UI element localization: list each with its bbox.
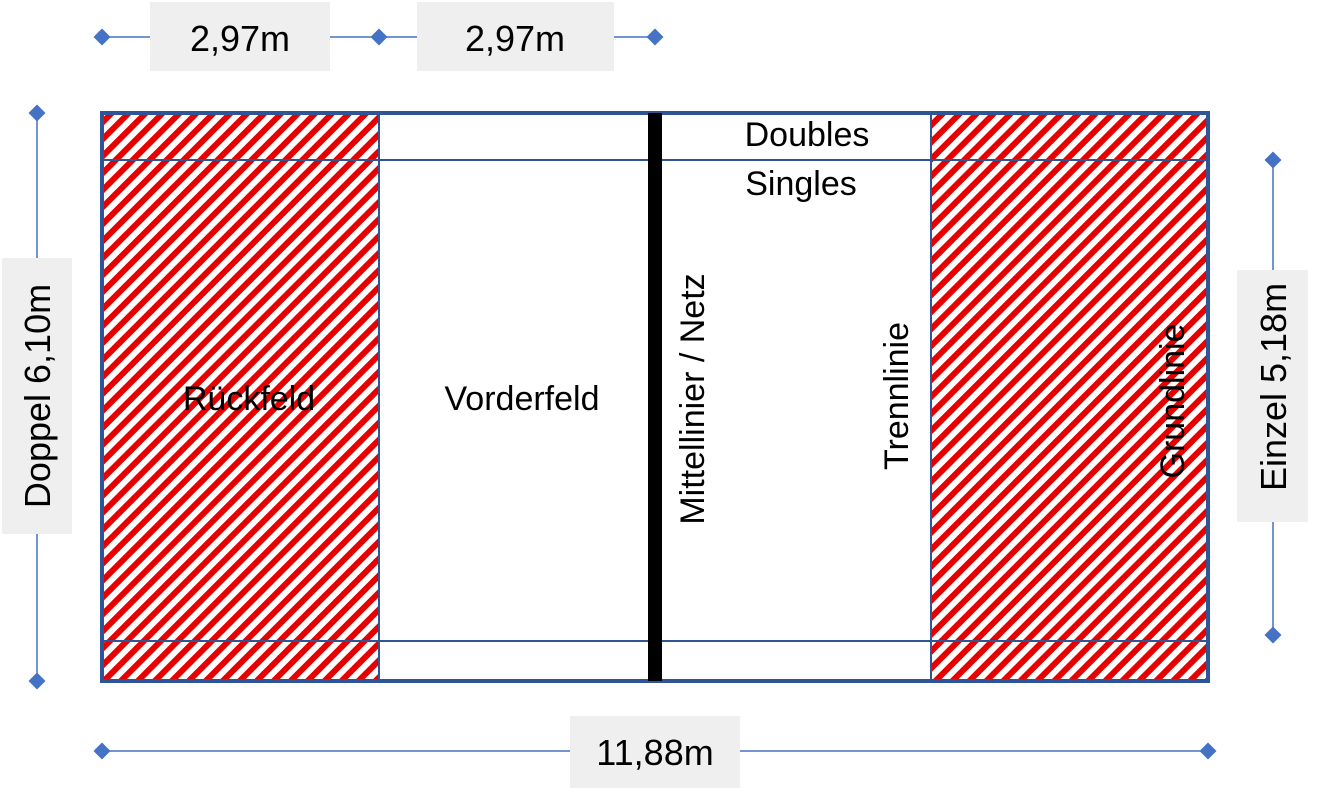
diamond-marker [28, 672, 46, 690]
label-box-bottom [570, 716, 740, 788]
diamond-marker [93, 742, 111, 760]
label-singles: Singles [745, 165, 857, 203]
dimension-left [28, 104, 46, 690]
rear-field-left-hatch [102, 113, 379, 681]
label-box-right [1237, 270, 1308, 522]
dimension-bottom: 11,88m [596, 732, 713, 773]
diamond-marker [93, 28, 111, 46]
label-box-top-right [417, 2, 614, 71]
label-box-top-left [150, 2, 330, 71]
diamond-marker [1264, 151, 1282, 169]
diamond-marker [28, 104, 46, 122]
dimension-top-left: 2,97m [190, 18, 290, 59]
label-box-left [2, 258, 72, 534]
label-doubles: Doubles [745, 116, 870, 154]
net-line [648, 113, 662, 681]
diamond-marker [646, 28, 664, 46]
dimension-right: Einzel 5,18m [1253, 283, 1294, 491]
dimension-top-right: 2,97m [465, 18, 565, 59]
label-baseline: Grundlinie [1154, 324, 1192, 479]
diamond-marker [1264, 626, 1282, 644]
diamond-marker [1199, 742, 1217, 760]
label-net: Mittellinier / Netz [674, 273, 712, 524]
diamond-marker [370, 28, 388, 46]
label-rear-field: Rückfeld [183, 380, 315, 418]
dimension-left: Doppel 6,10m [17, 284, 58, 508]
label-front-field: Vorderfeld [445, 380, 600, 418]
label-separation-line: Trennlinie [878, 322, 916, 470]
rear-field-right-hatch [931, 113, 1208, 681]
